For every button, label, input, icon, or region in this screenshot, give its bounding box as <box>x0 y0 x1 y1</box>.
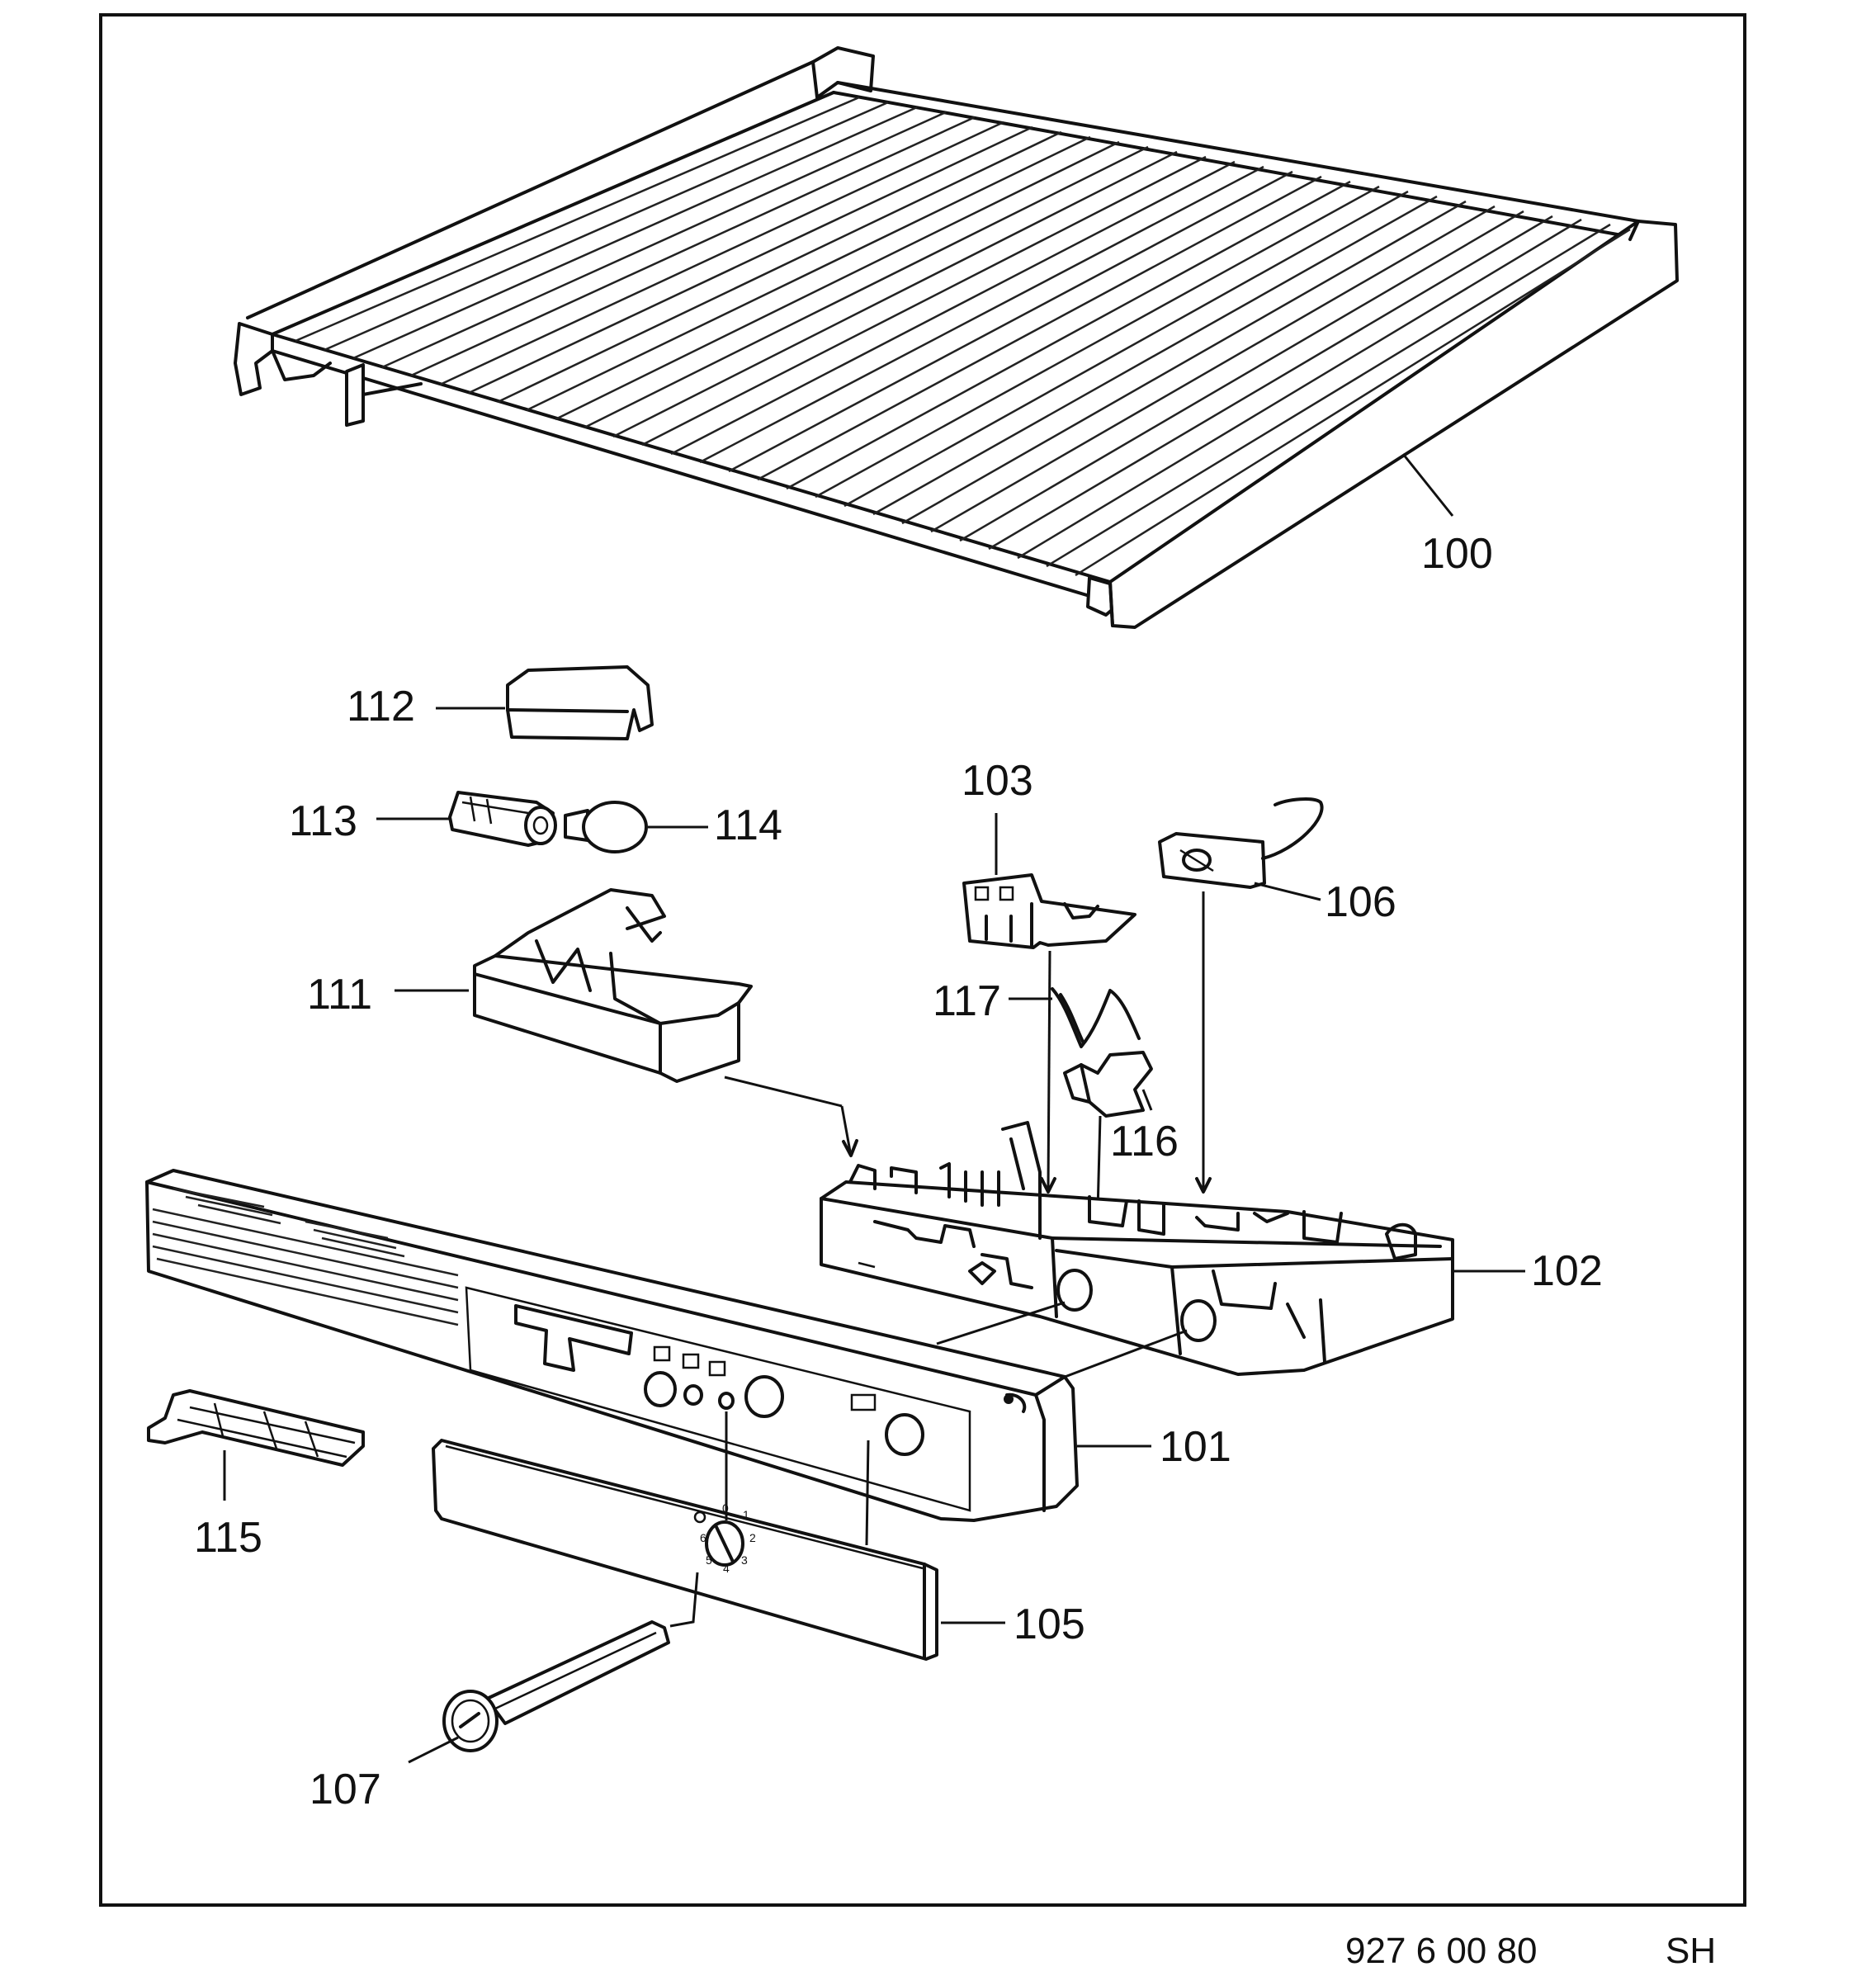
dial-mark-2: 2 <box>749 1531 756 1544</box>
part-labels: 100 101 102 103 105 106 107 111 112 113 … <box>194 530 1603 1813</box>
label-100: 100 <box>1421 530 1493 578</box>
part-116-lever <box>1063 1051 1153 1217</box>
part-103-switch-holder <box>962 813 1136 1194</box>
label-105: 105 <box>1014 1600 1085 1648</box>
label-114: 114 <box>714 801 782 849</box>
part-101-front-panel <box>145 1169 1188 1522</box>
part-114-bulb <box>564 801 708 853</box>
dial-mark-1: 1 <box>743 1508 749 1521</box>
label-103: 103 <box>962 757 1033 805</box>
label-113: 113 <box>289 797 357 845</box>
part-105-dial-plate: 0 1 2 3 4 5 6 <box>432 1411 1005 1661</box>
part-113-lamp-holder <box>376 791 557 847</box>
label-117: 117 <box>933 977 1001 1025</box>
diagram-frame <box>99 13 1746 1907</box>
dial-mark-6: 6 <box>700 1531 706 1544</box>
label-102: 102 <box>1531 1247 1603 1295</box>
shelf-slats <box>295 96 1631 577</box>
part-106-thermostat <box>1158 797 1324 1194</box>
dial-mark-4: 4 <box>723 1562 730 1575</box>
vent-grille <box>152 1187 459 1326</box>
part-107-knob-shaft <box>408 1572 699 1764</box>
part-100-shelf <box>234 46 1679 629</box>
label-116: 116 <box>1110 1118 1179 1165</box>
dial-mark-5: 5 <box>706 1553 712 1567</box>
part-111-lamp-housing <box>395 888 843 1108</box>
part-112-lamp-cover <box>436 665 654 740</box>
drawing-number: 927 6 00 80 <box>1345 1931 1537 1971</box>
drawing-code: SH <box>1666 1931 1716 1971</box>
part-115-grille <box>147 1389 365 1501</box>
label-112: 112 <box>347 683 415 730</box>
label-106: 106 <box>1325 878 1396 926</box>
part-102-control-box <box>820 1105 1525 1376</box>
part-117-spring-clip <box>1009 987 1141 1048</box>
label-111: 111 <box>307 971 372 1019</box>
dial-mark-3: 3 <box>741 1553 748 1567</box>
label-115: 115 <box>194 1514 262 1562</box>
label-101: 101 <box>1160 1423 1231 1471</box>
label-107: 107 <box>310 1766 381 1813</box>
